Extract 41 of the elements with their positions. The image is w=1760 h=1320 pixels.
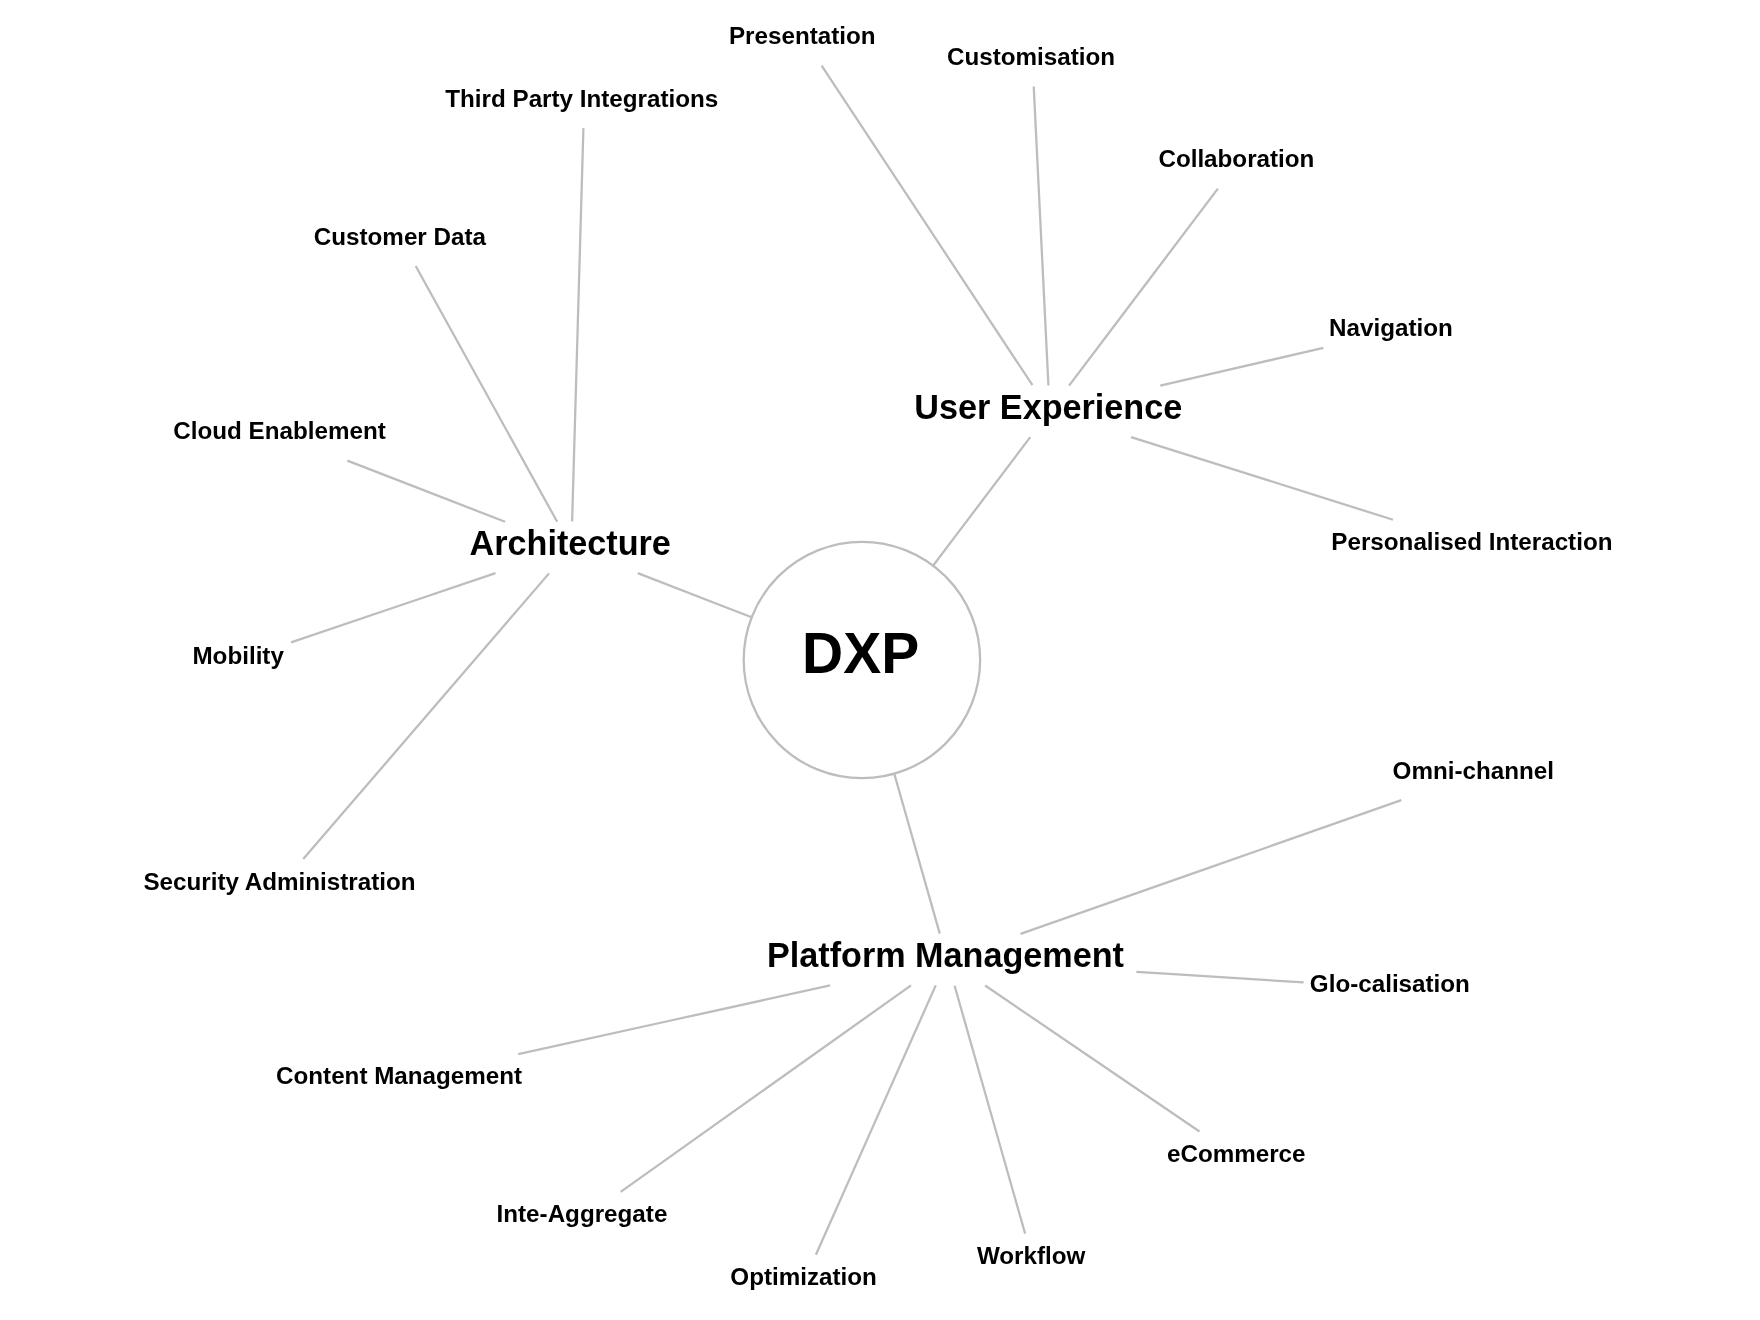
node-text: Third Party Integrations <box>444 84 718 112</box>
connector <box>1130 435 1393 521</box>
node-text: Inte-Aggregate <box>496 1200 667 1228</box>
connector <box>636 572 752 619</box>
node-text: Platform Management <box>766 936 1124 975</box>
connector <box>983 984 1200 1133</box>
node-text: Customisation <box>946 43 1115 71</box>
connector <box>517 984 830 1056</box>
node-text: Architecture <box>469 523 671 562</box>
connector <box>301 572 550 860</box>
connector <box>1019 799 1402 935</box>
connector <box>414 265 558 523</box>
connector <box>932 436 1031 566</box>
node-text: Workflow <box>976 1241 1085 1269</box>
node-text: Omni-channel <box>1392 756 1554 784</box>
node-text: eCommerce <box>1166 1139 1306 1167</box>
connector <box>1067 187 1219 387</box>
node-circle: DXP <box>742 540 981 780</box>
connector <box>1159 346 1324 387</box>
node-text: Presentation <box>728 21 876 49</box>
node-text: Security Administration <box>142 867 415 895</box>
connector <box>892 773 941 934</box>
connector <box>953 985 1026 1234</box>
connector <box>1032 86 1050 386</box>
connector <box>290 572 496 644</box>
connector <box>619 984 912 1193</box>
connector <box>820 65 1033 386</box>
connector <box>570 128 585 522</box>
node-text: Content Management <box>275 1062 522 1090</box>
node-text: Navigation <box>1328 314 1453 342</box>
connector <box>814 984 937 1256</box>
node-text: Optimization <box>729 1262 877 1290</box>
connector <box>346 459 505 523</box>
node-text: Mobility <box>191 642 284 670</box>
node-text: Cloud Enablement <box>172 417 386 445</box>
node-text: User Experience <box>913 387 1182 426</box>
node-text: Collaboration <box>1157 145 1314 173</box>
node-text: Glo-calisation <box>1309 970 1470 998</box>
node-text: Personalised Interaction <box>1330 527 1612 555</box>
node-text: Customer Data <box>313 222 486 250</box>
connector <box>1135 970 1304 984</box>
